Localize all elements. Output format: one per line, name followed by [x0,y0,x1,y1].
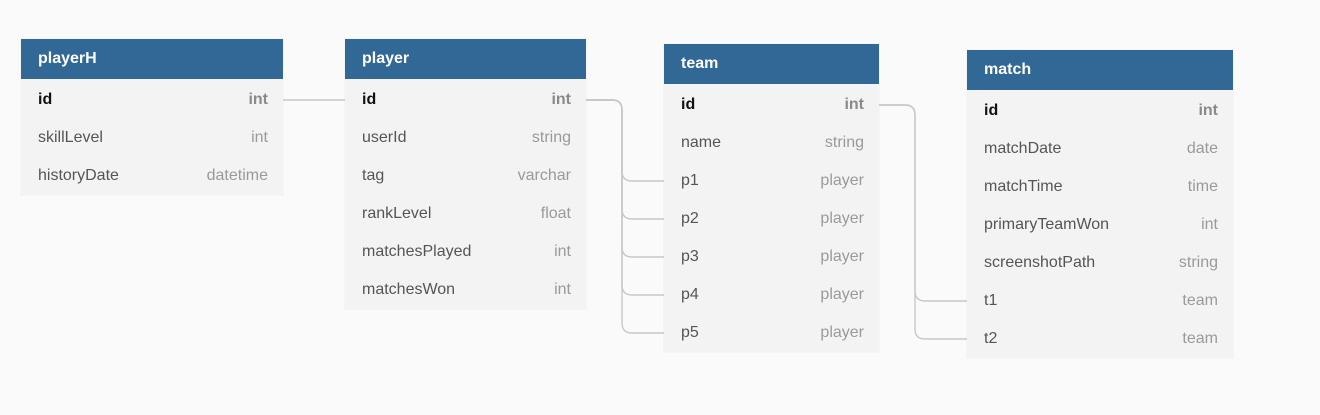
field-type: int [551,91,571,108]
field-row-match-primaryTeamWon[interactable]: primaryTeamWon int [967,206,1233,244]
field-list: id int userId string tag varchar rankLevel floa… [345,79,586,309]
field-type: team [1182,330,1218,347]
field-row-player-userId[interactable]: userId string [345,119,586,157]
field-row-team-p2[interactable]: p2 player [664,200,879,238]
table-header[interactable]: playerH [21,39,283,79]
table-header[interactable]: match [967,50,1233,90]
field-row-match-screenshotPath[interactable]: screenshotPath string [967,244,1233,282]
field-name: userId [362,129,407,146]
field-row-player-id[interactable]: id int [345,81,586,119]
field-name: historyDate [38,167,119,184]
relation-line-team-match-t1[interactable] [879,104,967,302]
field-row-match-matchDate[interactable]: matchDate date [967,130,1233,168]
field-type: player [820,172,864,189]
field-type: team [1182,292,1218,309]
field-type: player [820,286,864,303]
field-row-playerH-id[interactable]: id int [21,81,283,119]
field-row-player-matchesWon[interactable]: matchesWon int [345,271,586,309]
field-row-playerH-historyDate[interactable]: historyDate datetime [21,157,283,195]
field-row-match-id[interactable]: id int [967,92,1233,130]
table-header[interactable]: team [664,44,879,84]
field-row-team-p3[interactable]: p3 player [664,238,879,276]
relation-line-player-team-p4[interactable] [586,99,664,296]
field-name: p2 [681,210,699,227]
field-name: tag [362,167,385,184]
field-name: id [984,102,999,119]
field-type: string [531,129,571,146]
field-list: id int skillLevel int historyDate datetime [21,79,283,195]
field-row-match-t2[interactable]: t2 team [967,320,1233,358]
relation-line-player-team-p5[interactable] [586,99,664,334]
field-type: player [820,248,864,265]
field-name: rankLevel [362,205,432,222]
field-name: id [681,96,696,113]
field-name: id [362,91,377,108]
field-name: matchesWon [362,281,456,298]
field-type: int [844,96,864,113]
relation-line-player-team-p1[interactable] [586,99,664,182]
field-type: int [554,243,571,260]
field-type: int [251,129,268,146]
field-name: primaryTeamWon [984,216,1110,233]
relation-line-player-team-p2[interactable] [586,99,664,220]
relation-line-team-match-t2[interactable] [879,104,967,340]
field-type: int [1201,216,1218,233]
field-type: player [820,324,864,341]
table-header[interactable]: player [345,39,586,79]
field-name: id [38,91,53,108]
field-row-team-id[interactable]: id int [664,86,879,124]
field-row-match-matchTime[interactable]: matchTime time [967,168,1233,206]
field-name: screenshotPath [984,254,1096,271]
field-name: p1 [681,172,699,189]
field-type: float [540,205,571,222]
field-name: matchTime [984,178,1063,195]
field-row-team-p5[interactable]: p5 player [664,314,879,352]
field-type: player [820,210,864,227]
field-type: date [1186,140,1218,157]
field-row-player-tag[interactable]: tag varchar [345,157,586,195]
field-type: varchar [517,167,571,184]
field-name: t1 [984,292,998,309]
field-type: int [1198,102,1218,119]
field-list: id int matchDate date matchTime time primaryTe… [967,90,1233,358]
field-row-team-name[interactable]: name string [664,124,879,162]
relation-line-player-team-p3[interactable] [586,99,664,258]
field-type: string [1178,254,1218,271]
field-name: t2 [984,330,998,347]
field-name: matchesPlayed [362,243,472,260]
field-name: matchDate [984,140,1062,157]
field-row-player-matchesPlayed[interactable]: matchesPlayed int [345,233,586,271]
table-match[interactable]: match id int matchDate date matchTime time prim… [967,50,1233,358]
field-type: time [1187,178,1218,195]
field-row-team-p4[interactable]: p4 player [664,276,879,314]
table-playerH[interactable]: playerH id int skillLevel int historyDate date… [21,39,283,195]
field-type: string [824,134,864,151]
field-row-playerH-skillLevel[interactable]: skillLevel int [21,119,283,157]
field-row-team-p1[interactable]: p1 player [664,162,879,200]
field-name: name [681,134,722,151]
field-row-match-t1[interactable]: t1 team [967,282,1233,320]
table-player[interactable]: player id int userId string tag varchar rankLev… [345,39,586,309]
field-name: p4 [681,286,699,303]
table-team[interactable]: team id int name string p1 player p2 player p3 pla… [664,44,879,352]
field-type: int [248,91,268,108]
field-row-player-rankLevel[interactable]: rankLevel float [345,195,586,233]
field-type: int [554,281,571,298]
field-name: p5 [681,324,699,341]
field-name: skillLevel [38,129,103,146]
field-name: p3 [681,248,699,265]
field-type: datetime [206,167,268,184]
